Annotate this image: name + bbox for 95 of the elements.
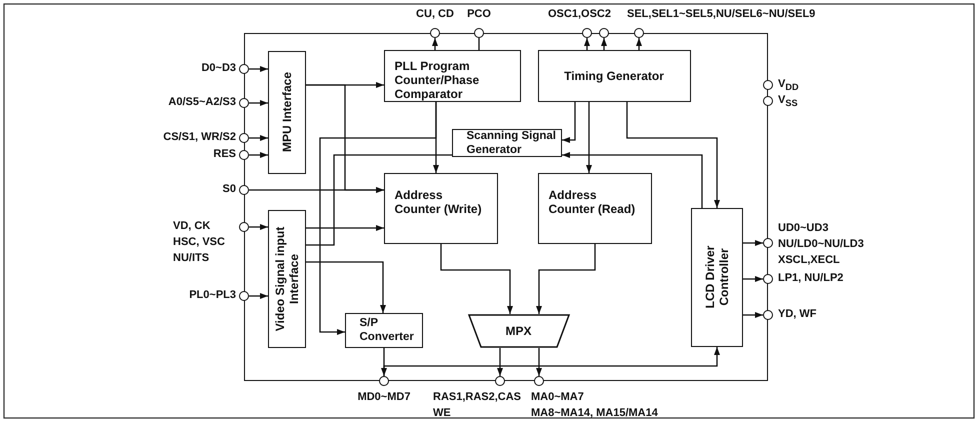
signal-arrow: [536, 348, 542, 376]
signal-line: [478, 38, 480, 50]
pin-label: MD0~MD7: [358, 391, 410, 404]
function-block: [384, 172, 498, 244]
block-label: Address Counter (Read): [548, 188, 636, 216]
pin-label: A0/S5~A2/S3: [168, 96, 236, 109]
multiplexer-trapezoid: [468, 314, 570, 348]
pin-terminal: [239, 150, 249, 160]
pin-label: PL0~PL3: [189, 289, 236, 302]
pin-label: RES: [213, 148, 236, 161]
block-label: LCD Driver Controller: [702, 244, 730, 310]
function-block: [690, 208, 742, 346]
signal-arrow: [249, 135, 268, 141]
pin-terminal: [534, 376, 544, 386]
signal-arrow: [743, 276, 763, 282]
pin-terminal: [239, 222, 249, 232]
pin-label: VD, CK: [173, 220, 210, 233]
signal-arrow: [249, 187, 384, 193]
signal-arrow: [381, 348, 387, 376]
pin-label: HSC, VSC: [173, 236, 225, 249]
pin-terminal: [430, 28, 440, 38]
signal-arrow: [249, 224, 268, 230]
signal-arrow: [636, 38, 642, 50]
pin-terminal: [634, 28, 644, 38]
pin-terminal: [763, 96, 773, 106]
pin-label: PCO: [467, 8, 491, 21]
pin-label: YD, WF: [778, 308, 816, 321]
function-block: [452, 128, 562, 156]
function-block: [344, 312, 422, 348]
pin-label: NU/ITS: [173, 252, 210, 265]
pin-terminal: [239, 98, 249, 108]
chip-outline: [244, 33, 768, 381]
signal-arrow: [432, 38, 438, 50]
pin-label: CU, CD: [416, 8, 454, 21]
signal-arrow: [306, 261, 386, 313]
block-label: MPX: [504, 324, 532, 338]
pin-terminal: [763, 274, 773, 284]
pin-terminal: [239, 133, 249, 143]
pin-label: MA0~MA7: [531, 391, 584, 404]
pin-terminal: [379, 376, 389, 386]
function-block: [538, 50, 690, 102]
pin-label: OSC1,OSC2: [548, 8, 611, 21]
pin-label: NU/LD0~NU/LD3: [778, 238, 864, 251]
pin-label: MA8~MA14, MA15/MA14: [531, 407, 658, 420]
pin-label: RAS1,RAS2,CAS: [433, 391, 522, 404]
pin-terminal: [599, 28, 609, 38]
function-block: [384, 50, 520, 102]
signal-line: [306, 154, 452, 246]
signal-arrow: [497, 348, 503, 376]
block-label: Address Counter (Write): [394, 188, 483, 216]
signal-arrow: [562, 102, 576, 143]
signal-arrow: [319, 102, 437, 335]
pin-terminal: [495, 376, 505, 386]
signal-arrow: [249, 293, 268, 299]
pin-label: LP1, NU/LP2: [778, 272, 844, 285]
pin-label: XSCL,XECL: [778, 254, 840, 267]
pin-terminal: [239, 64, 249, 74]
signal-arrow: [743, 312, 763, 318]
signal-arrow: [306, 225, 384, 231]
pin-terminal: [582, 28, 592, 38]
signal-arrow: [584, 38, 590, 50]
block-label: S/P Converter: [360, 316, 415, 344]
block-label: MPU Interface: [280, 70, 294, 154]
signal-arrow: [249, 100, 268, 106]
pin-label: S0: [222, 183, 236, 196]
block-label: Scanning Signal Generator: [466, 128, 557, 156]
pin-label: WE: [433, 407, 451, 420]
pin-terminal: [239, 291, 249, 301]
signal-arrow: [249, 66, 268, 72]
function-block: [268, 50, 306, 174]
signal-arrow: [562, 152, 703, 208]
block-label: Timing Generator: [563, 68, 665, 82]
signal-arrow: [536, 244, 596, 314]
pin-label: D0~D3: [201, 62, 236, 75]
pin-label: SEL,SEL1~SEL5,NU/SEL6~NU/SEL9: [627, 8, 816, 21]
block-label: Video Signal input Interface: [272, 225, 300, 333]
signal-arrow: [626, 102, 720, 208]
signal-arrow: [383, 347, 720, 376]
pin-terminal: [239, 185, 249, 195]
pin-label: V$_{DD}$: [778, 78, 799, 94]
pin-terminal: [474, 28, 484, 38]
pin-terminal: [763, 310, 773, 320]
pin-label: UD0~UD3: [778, 222, 828, 235]
function-block: [538, 172, 652, 244]
signal-arrow: [586, 102, 592, 173]
pin-terminal: [763, 238, 773, 248]
signal-arrow: [743, 240, 763, 246]
pin-terminal: [763, 80, 773, 90]
signal-arrow: [601, 38, 607, 50]
pin-label: V$_{SS}$: [778, 94, 798, 110]
signal-arrow: [440, 244, 513, 314]
signal-arrow: [249, 152, 268, 158]
pin-label: CS/S1, WR/S2: [163, 131, 236, 144]
block-label: PLL Program Counter/Phase Comparator: [394, 58, 480, 100]
function-block: [268, 210, 306, 348]
